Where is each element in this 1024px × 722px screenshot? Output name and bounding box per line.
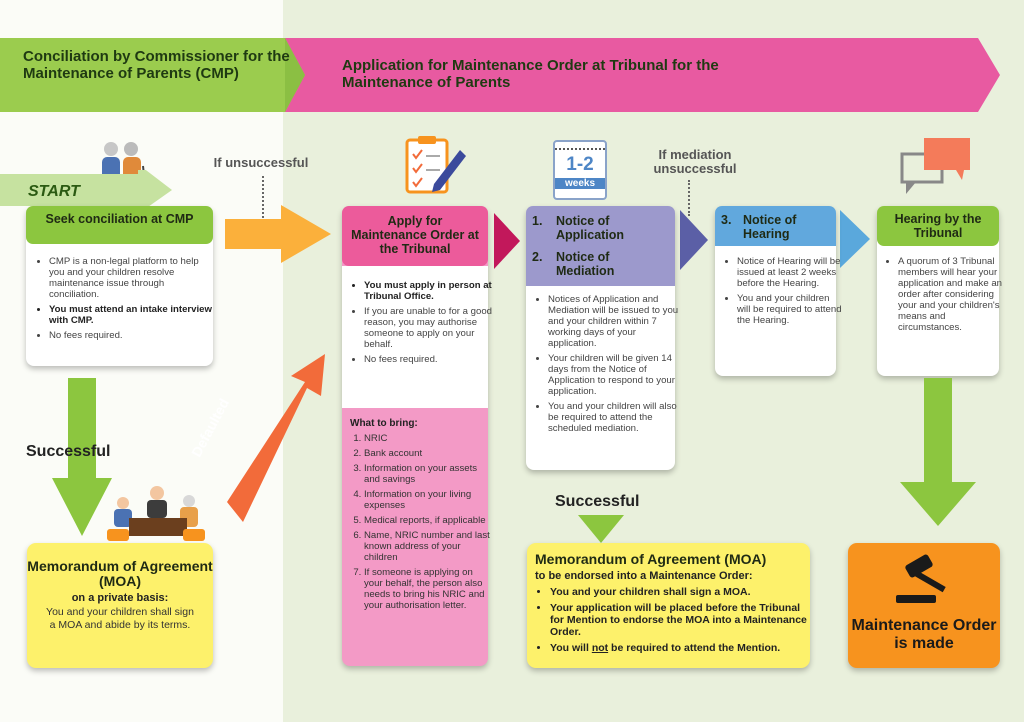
defaulted-arrow <box>227 354 325 522</box>
moa-point: Your application will be placed before t… <box>550 602 812 638</box>
connector-purple <box>680 210 708 270</box>
bring-item: Information on your assets and savings <box>364 463 492 485</box>
gavel-icon <box>896 554 946 603</box>
moa-endorsed-title: Memorandum of Agreement (MOA) <box>535 551 767 567</box>
seek-point: You must attend an intake interview with… <box>49 304 214 326</box>
successful-arrow-left <box>52 378 112 536</box>
dotted-connector-2 <box>688 180 690 216</box>
banner-left-title: Conciliation by Commissioner for the Mai… <box>23 48 290 82</box>
banner-right-arrow <box>285 38 1000 112</box>
meeting-table-icon <box>107 486 205 541</box>
notice-hearing-point: You and your children will be required t… <box>737 293 843 326</box>
hearing-title: Hearing by the Tribunal <box>877 206 999 246</box>
maintenance-order-card: Maintenance Order is made <box>848 543 1000 668</box>
moa-private-body: You and your children shall sign a MOA a… <box>46 606 194 631</box>
notice-hearing-header: 3. Notice of Hearing <box>715 206 836 246</box>
start-arrow <box>0 170 172 210</box>
seek-conciliation-points: CMP is a non-legal platform to help you … <box>36 256 214 345</box>
connector-pink <box>494 213 520 269</box>
calendar-line2: weeks <box>555 178 605 189</box>
if-mediation-unsuccessful-label: If mediation unsuccessful <box>653 147 737 176</box>
bring-item: Medical reports, if applicable <box>364 515 492 526</box>
moa-last-not: not <box>591 642 609 654</box>
bring-item: Information on your living expenses <box>364 489 492 511</box>
apply-point: No fees required. <box>364 354 492 365</box>
calendar-icon: 1-2 weeks <box>553 140 607 200</box>
banner-arrows <box>0 38 1000 112</box>
notice-num-3: 3. <box>721 213 732 227</box>
moa-endorsed-card: Memorandum of Agreement (MOA) to be endo… <box>527 543 810 668</box>
bring-item: Bank account <box>364 448 492 459</box>
notice-hearing-point: Notice of Hearing will be issued at leas… <box>737 256 843 289</box>
speech-bubble-icon <box>900 138 970 194</box>
calendar-rings <box>555 142 605 150</box>
bring-item: NRIC <box>364 433 492 444</box>
what-to-bring-title: What to bring: <box>350 418 418 429</box>
maintenance-order-title: Maintenance Order is made <box>851 617 997 652</box>
notice-hearing-card: 3. Notice of Hearing Notice of Hearing w… <box>715 206 842 376</box>
notice-num-1: 1. <box>532 214 543 228</box>
notice-header: 1. Notice of Application 2. Notice of Me… <box>526 206 675 286</box>
notice-point: Notices of Application and Mediation wil… <box>548 294 682 349</box>
notice-point: You and your children will also be requi… <box>548 401 682 434</box>
apply-point: You must apply in person at Tribunal Off… <box>364 280 492 302</box>
dotted-connector-1 <box>262 176 264 218</box>
bring-item: If someone is applying on your behalf, t… <box>364 567 492 611</box>
moa-private-subtitle: on a private basis: <box>71 592 169 604</box>
moa-last-pre: You will <box>550 642 592 654</box>
unsuccessful-arrow <box>225 205 331 263</box>
banner-right-title: Application for Maintenance Order at Tri… <box>342 57 719 91</box>
moa-private-card: Memorandum of Agreement (MOA) on a priva… <box>27 543 213 668</box>
moa-private-title: Memorandum of Agreement (MOA) <box>27 558 213 589</box>
hearing-points: A quorum of 3 Tribunal members will hear… <box>885 256 1006 337</box>
moa-point: You and your children shall sign a MOA. <box>550 586 812 598</box>
seek-point: No fees required. <box>49 330 214 341</box>
notice-application-title: Notice of Application <box>556 214 625 242</box>
notice-mediation-title: Notice of Mediation <box>556 250 615 278</box>
bring-item: Name, NRIC number and last known address… <box>364 530 492 563</box>
notice-card: 1. Notice of Application 2. Notice of Me… <box>526 206 678 470</box>
banner-left-arrow <box>0 38 336 112</box>
what-to-bring-list: NRIC Bank account Information on your as… <box>350 433 492 615</box>
apply-title: Apply for Maintenance Order at the Tribu… <box>342 206 488 266</box>
moa-last-post: be required to attend the Mention. <box>608 642 781 654</box>
hearing-point: A quorum of 3 Tribunal members will hear… <box>898 256 1006 333</box>
start-label: START <box>28 183 80 200</box>
checklist-pen-icon <box>405 136 466 194</box>
apply-points: You must apply in person at Tribunal Off… <box>351 280 492 369</box>
notice-hearing-points: Notice of Hearing will be issued at leas… <box>724 256 843 330</box>
seek-conciliation-title: Seek conciliation at CMP <box>26 206 213 244</box>
notice-hearing-title: Notice of Hearing <box>743 213 797 241</box>
notice-point: Your children will be given 14 days from… <box>548 353 682 397</box>
apply-point: If you are unable to for a good reason, … <box>364 306 492 350</box>
hearing-to-order-arrow <box>900 378 976 526</box>
connector-blue <box>840 210 870 268</box>
moa-point: You will not be required to attend the M… <box>550 642 812 654</box>
if-unsuccessful-label: If unsuccessful <box>213 155 309 170</box>
moa-endorsed-points: You and your children shall sign a MOA. … <box>537 586 812 658</box>
successful-arrow-middle <box>578 515 624 543</box>
calendar-line1: 1-2 <box>566 154 594 175</box>
seek-point: CMP is a non-legal platform to help you … <box>49 256 214 300</box>
successful-label-middle: Successful <box>555 493 640 510</box>
successful-label-left: Successful <box>26 443 111 460</box>
notice-points: Notices of Application and Mediation wil… <box>535 294 682 438</box>
banner-join <box>285 38 305 112</box>
moa-endorsed-subtitle: to be endorsed into a Maintenance Order: <box>535 570 753 582</box>
hearing-card: Hearing by the Tribunal A quorum of 3 Tr… <box>877 206 1002 376</box>
apply-card: Apply for Maintenance Order at the Tribu… <box>342 206 492 666</box>
notice-num-2: 2. <box>532 250 543 264</box>
seek-conciliation-card: Seek conciliation at CMP CMP is a non-le… <box>26 206 213 366</box>
apply-info-panel: You must apply in person at Tribunal Off… <box>342 266 492 408</box>
